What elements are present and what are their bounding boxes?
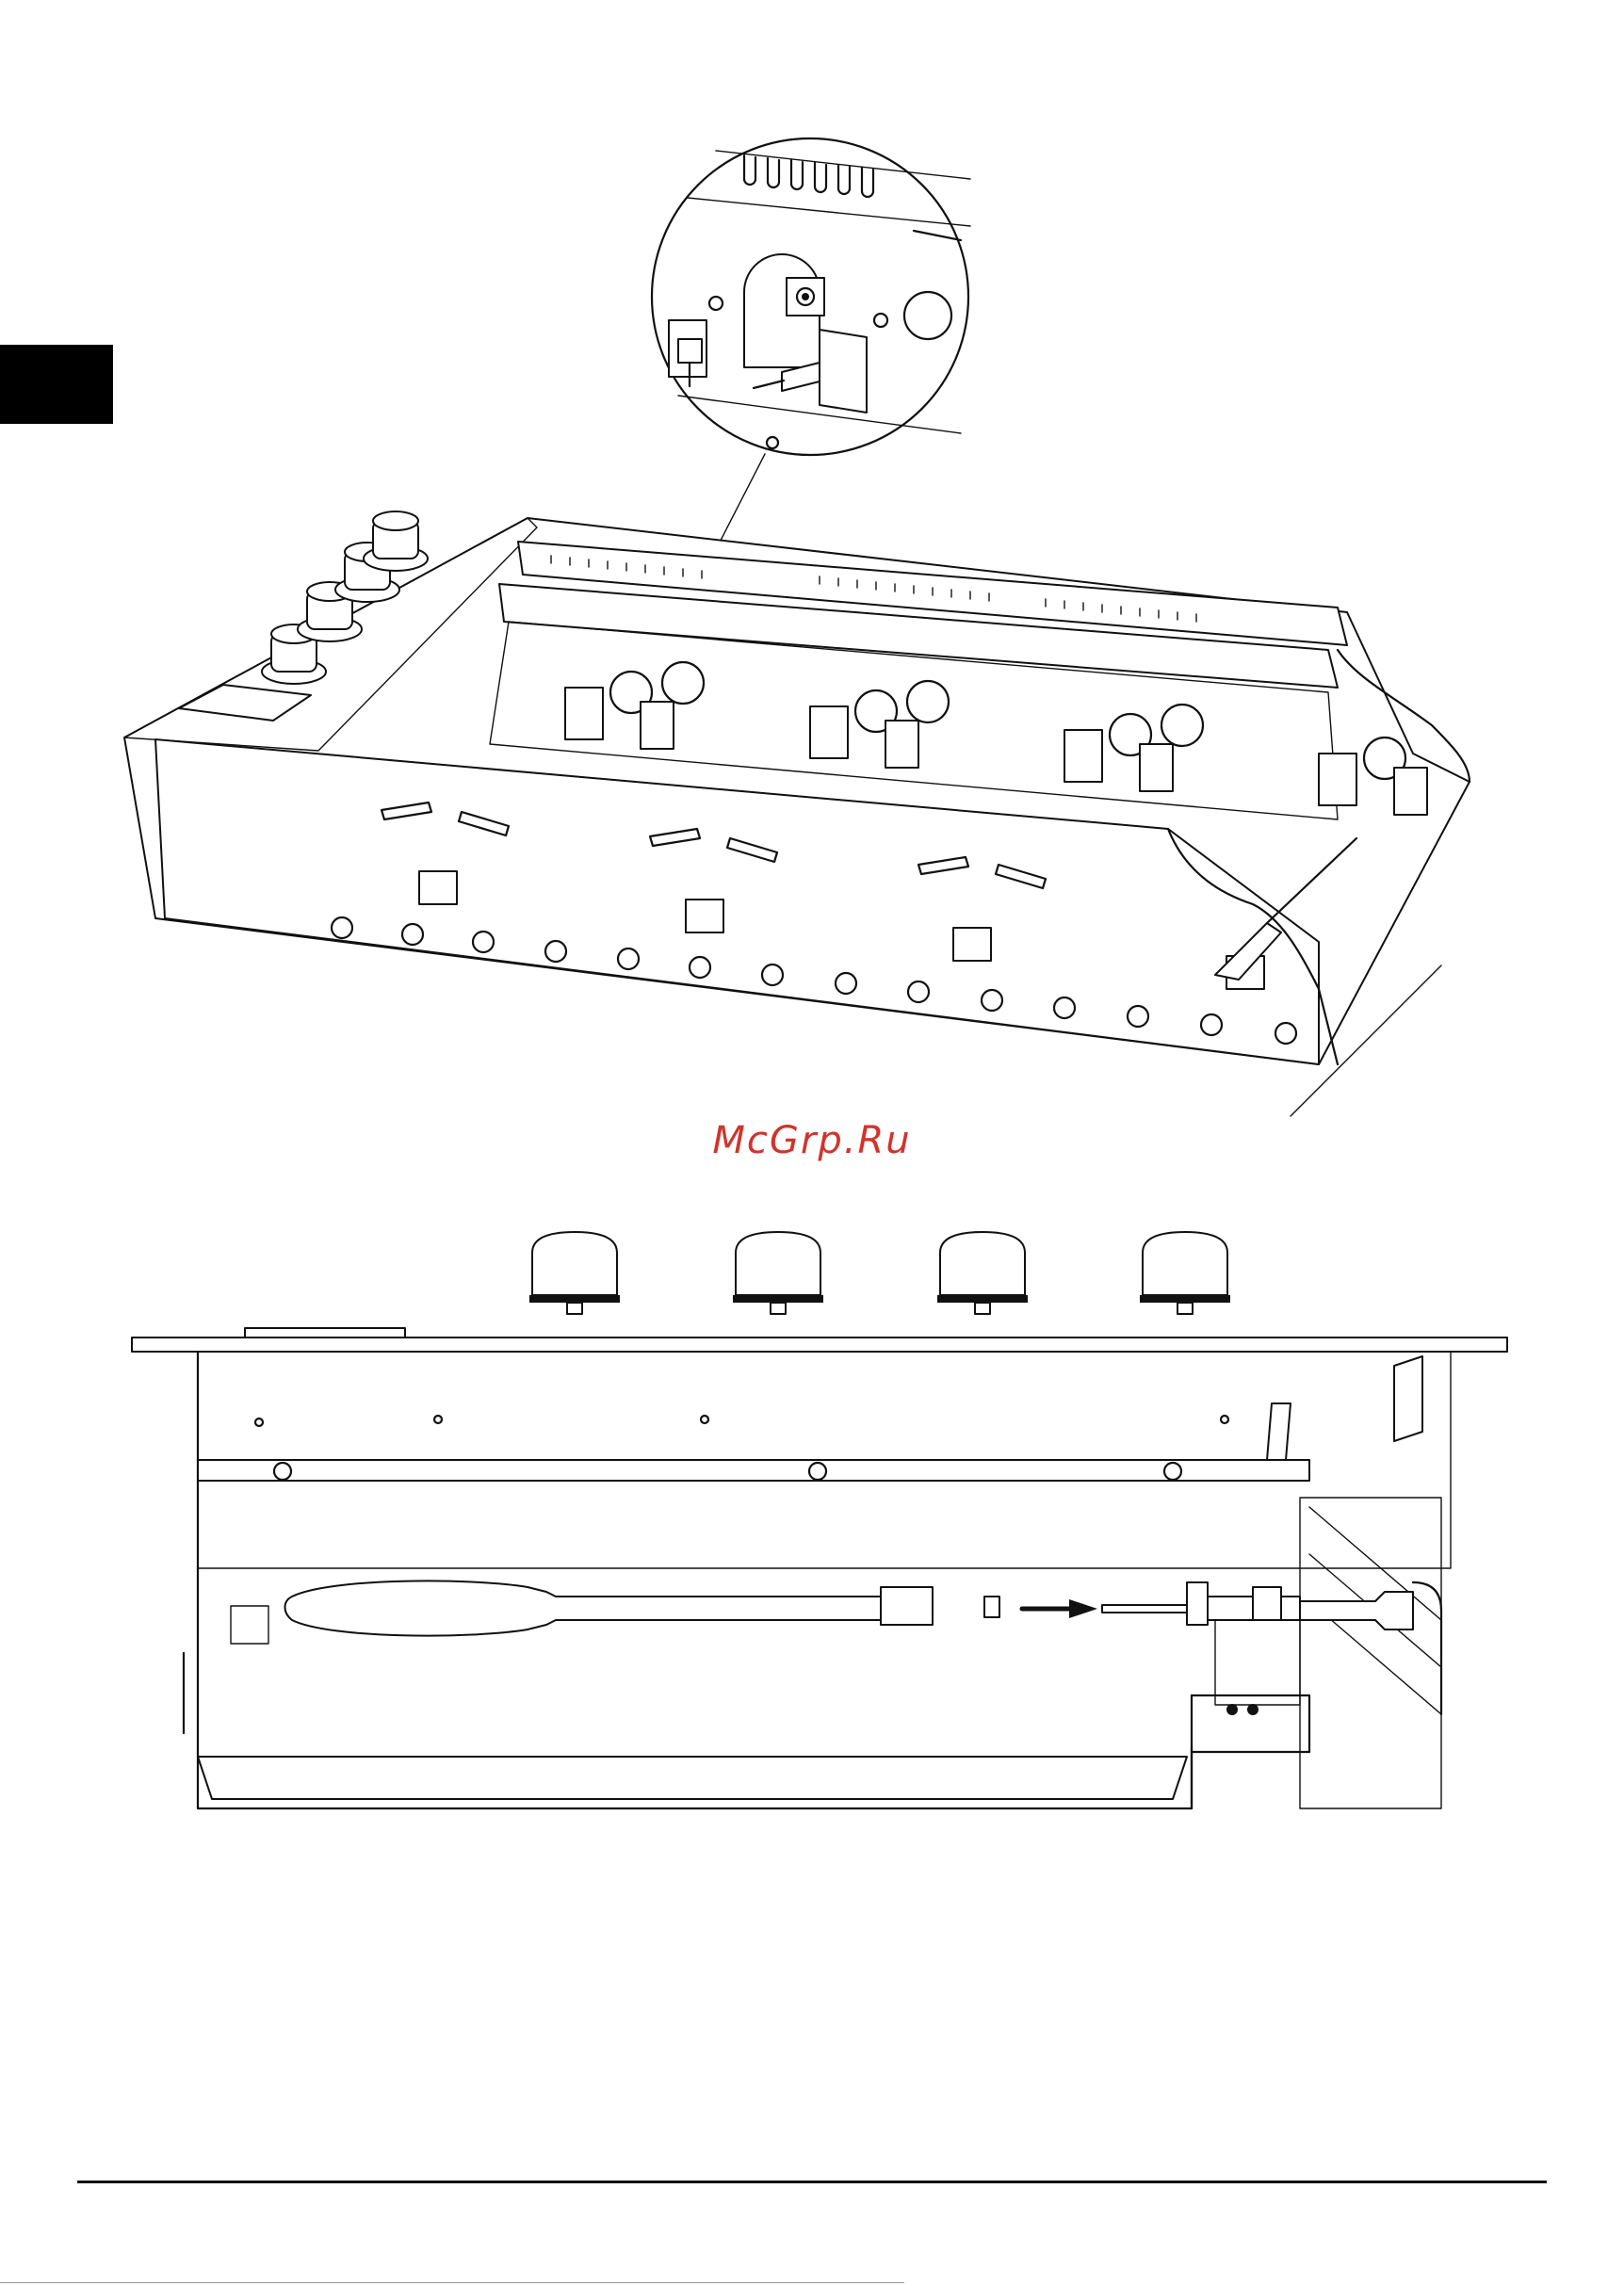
hob-body (124, 511, 1470, 1116)
injector-nut-icon (984, 1597, 999, 1617)
arrow-icon (1022, 1599, 1097, 1618)
screwdriver-icon (285, 1581, 934, 1635)
footer-rule-thin (0, 2282, 904, 2283)
hob-cross-section-illustration (0, 1224, 1624, 1837)
footer-rule (77, 2181, 1547, 2183)
watermark-text: McGrp.Ru (0, 1119, 1624, 1162)
magnifier-detail (652, 138, 970, 455)
hob-perspective-illustration (0, 0, 1624, 1140)
cross-section-knobs (529, 1232, 1230, 1314)
